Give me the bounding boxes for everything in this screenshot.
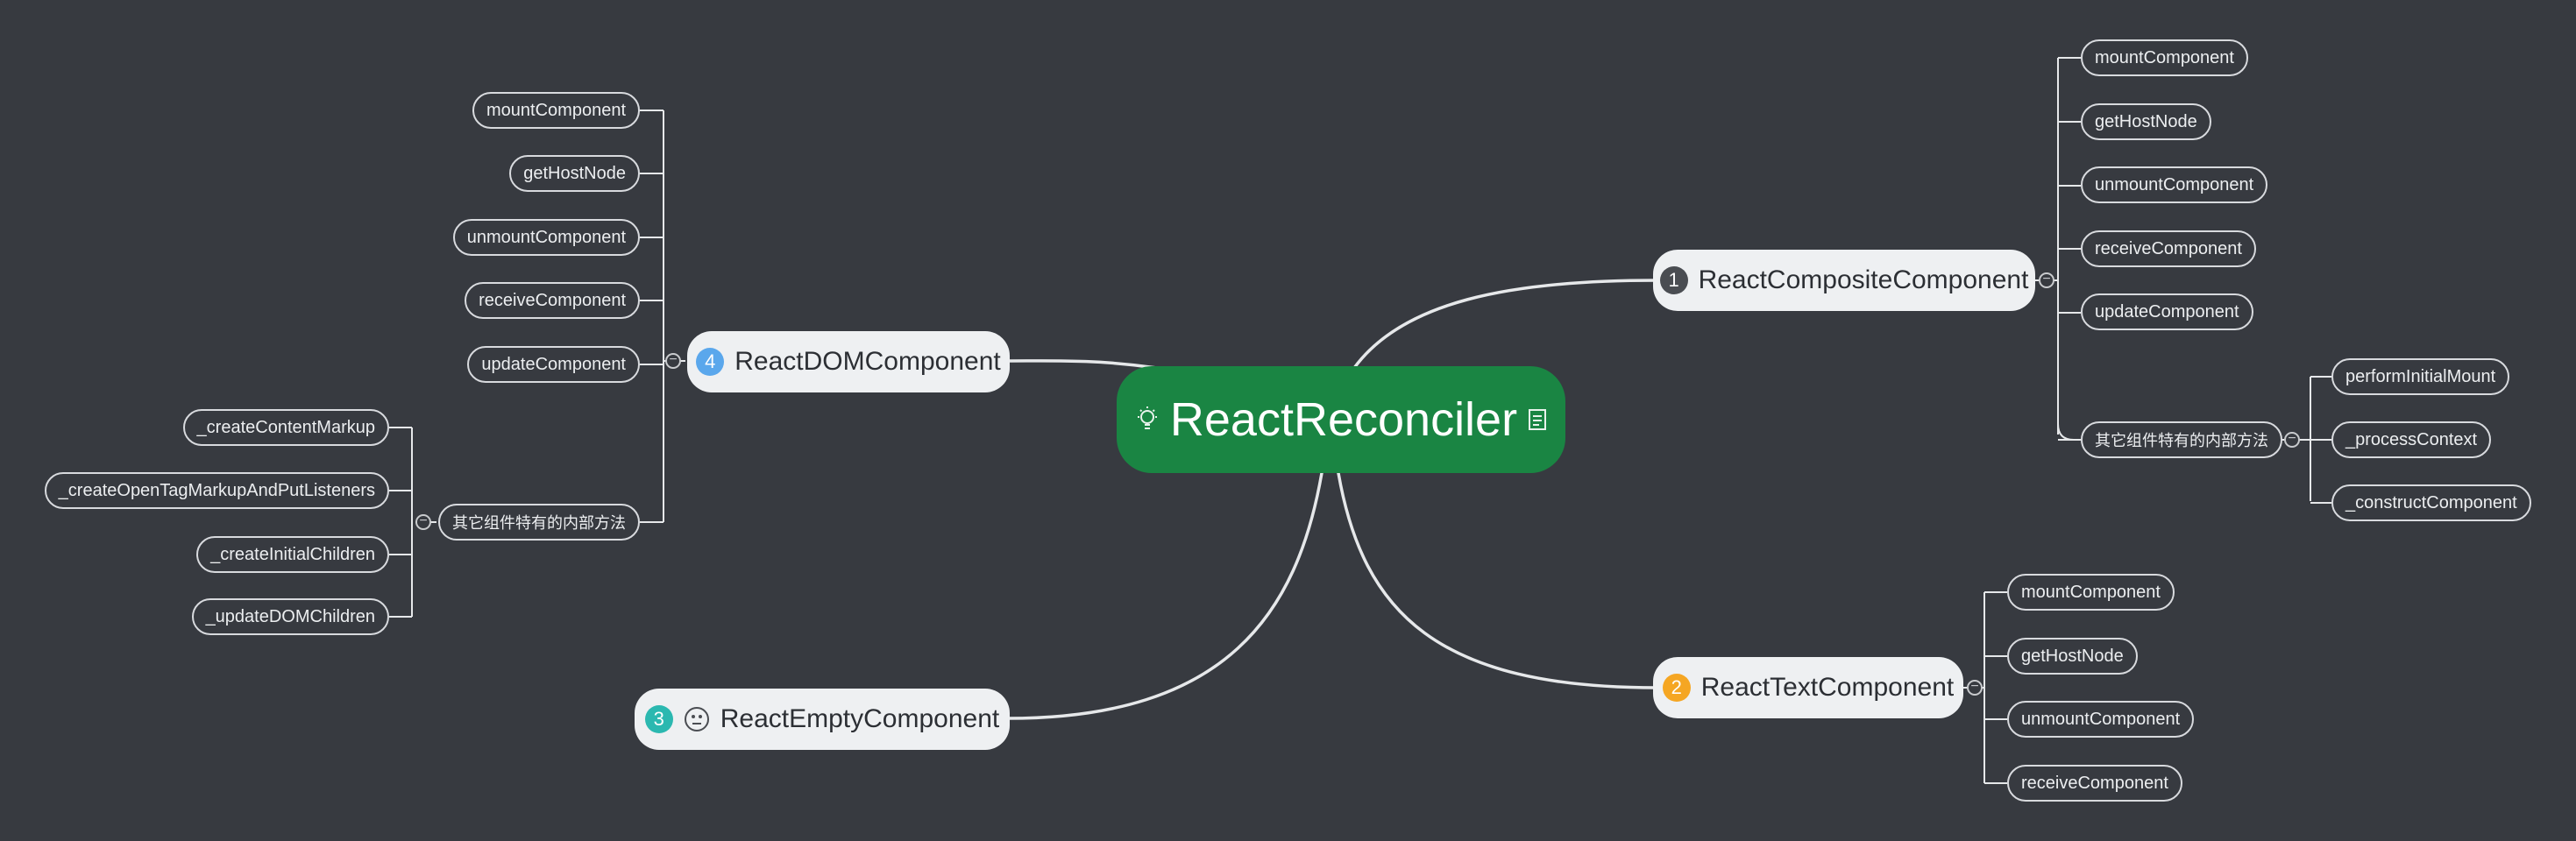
branch-text[interactable]: 2 ReactTextComponent <box>1653 657 1963 718</box>
priority-badge-2: 2 <box>1662 674 1691 702</box>
neutral-face-icon <box>684 706 710 732</box>
composite-leaf-internal[interactable]: 其它组件特有的内部方法 <box>2081 421 2282 458</box>
collapse-toggle-text[interactable]: − <box>1967 680 1983 696</box>
branch-empty-label: ReactEmptyComponent <box>720 704 1000 733</box>
collapse-toggle-composite[interactable]: − <box>2039 272 2054 288</box>
root-topic-label: ReactReconciler <box>1169 393 1518 446</box>
dom-sub-leaf[interactable]: _createContentMarkup <box>182 409 389 446</box>
collapse-toggle-dom-internal[interactable]: − <box>415 514 431 530</box>
collapse-toggle-composite-internal[interactable]: − <box>2284 432 2300 448</box>
priority-badge-3: 3 <box>644 705 673 733</box>
connector-root-empty <box>1006 471 1323 720</box>
text-leaf[interactable]: mountComponent <box>2007 574 2175 611</box>
text-leaf[interactable]: unmountComponent <box>2007 701 2195 738</box>
dom-sub-leaf[interactable]: _createInitialChildren <box>196 536 389 573</box>
branch-empty[interactable]: 3 ReactEmptyComponent <box>635 689 1010 750</box>
branch-text-label: ReactTextComponent <box>1700 673 1955 702</box>
root-topic[interactable]: ReactReconciler <box>1117 366 1565 473</box>
dom-leaf[interactable]: receiveComponent <box>465 282 640 319</box>
text-leaf[interactable]: receiveComponent <box>2007 765 2182 802</box>
dom-sub-leaf[interactable]: _createOpenTagMarkupAndPutListeners <box>44 472 389 509</box>
composite-leaf[interactable]: updateComponent <box>2081 293 2253 330</box>
composite-sub-leaf[interactable]: performInitialMount <box>2331 358 2510 395</box>
branch-composite[interactable]: 1 ReactCompositeComponent <box>1653 250 2035 311</box>
branch-dom[interactable]: 4 ReactDOMComponent <box>687 331 1010 392</box>
branch-composite-label: ReactCompositeComponent <box>1698 265 2029 294</box>
composite-leaf[interactable]: getHostNode <box>2081 103 2211 140</box>
dom-leaf[interactable]: mountComponent <box>472 92 640 129</box>
branch-dom-label: ReactDOMComponent <box>734 347 1001 376</box>
composite-leaf[interactable]: receiveComponent <box>2081 230 2256 267</box>
connector-root-text <box>1337 471 1658 689</box>
dom-sub-leaf[interactable]: _updateDOMChildren <box>191 598 389 635</box>
priority-badge-1: 1 <box>1659 266 1688 294</box>
connector-root-dom <box>1006 359 1159 370</box>
dom-leaf-internal[interactable]: 其它组件特有的内部方法 <box>438 504 640 541</box>
composite-leaf[interactable]: unmountComponent <box>2081 166 2268 203</box>
collapse-toggle-dom[interactable]: − <box>665 353 681 369</box>
dom-leaf[interactable]: getHostNode <box>509 155 640 192</box>
text-leaf[interactable]: getHostNode <box>2007 638 2138 675</box>
connector-root-composite <box>1352 279 1658 370</box>
dom-leaf[interactable]: unmountComponent <box>452 219 640 256</box>
lightbulb-icon <box>1135 406 1160 434</box>
composite-leaf[interactable]: mountComponent <box>2081 39 2248 76</box>
note-icon[interactable] <box>1528 408 1547 431</box>
composite-sub-leaf[interactable]: _constructComponent <box>2331 484 2531 521</box>
composite-sub-leaf[interactable]: _processContext <box>2331 421 2492 458</box>
dom-leaf[interactable]: updateComponent <box>467 346 640 383</box>
priority-badge-4: 4 <box>696 348 725 376</box>
